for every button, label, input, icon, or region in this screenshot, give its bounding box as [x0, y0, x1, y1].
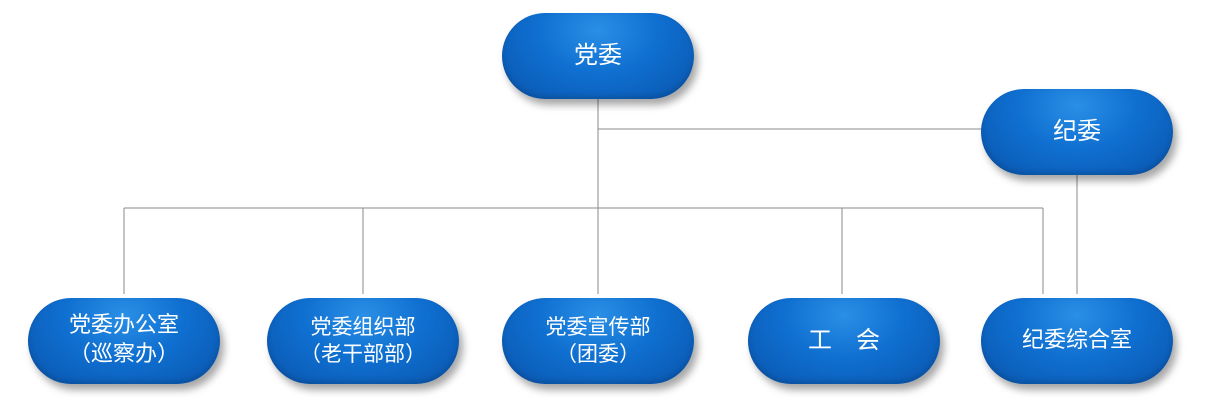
node-publicity-dept: 党委宣传部 （团委）: [502, 298, 694, 384]
node-party-committee: 党委: [502, 13, 694, 99]
node-label: 党委: [574, 41, 622, 70]
node-trade-union: 工 会: [748, 298, 940, 384]
node-label-line1: 工 会: [808, 326, 880, 355]
node-discipline-office: 纪委综合室: [981, 298, 1173, 384]
node-organization-dept: 党委组织部 （老干部部）: [267, 298, 459, 384]
node-label-line1: 党委办公室: [68, 313, 179, 339]
node-label-line1: 党委组织部: [310, 314, 416, 339]
node-discipline-committee: 纪委: [981, 89, 1173, 175]
node-label-line1: 纪委综合室: [1021, 327, 1132, 353]
node-label-line2: （巡察办）: [68, 342, 179, 367]
node-label-line2: （老干部部）: [300, 342, 426, 366]
node-label-line2: （团委）: [556, 342, 640, 366]
node-label-line1: 党委宣传部: [545, 314, 651, 339]
node-party-office: 党委办公室 （巡察办）: [28, 298, 220, 384]
node-label: 纪委: [1053, 117, 1101, 146]
